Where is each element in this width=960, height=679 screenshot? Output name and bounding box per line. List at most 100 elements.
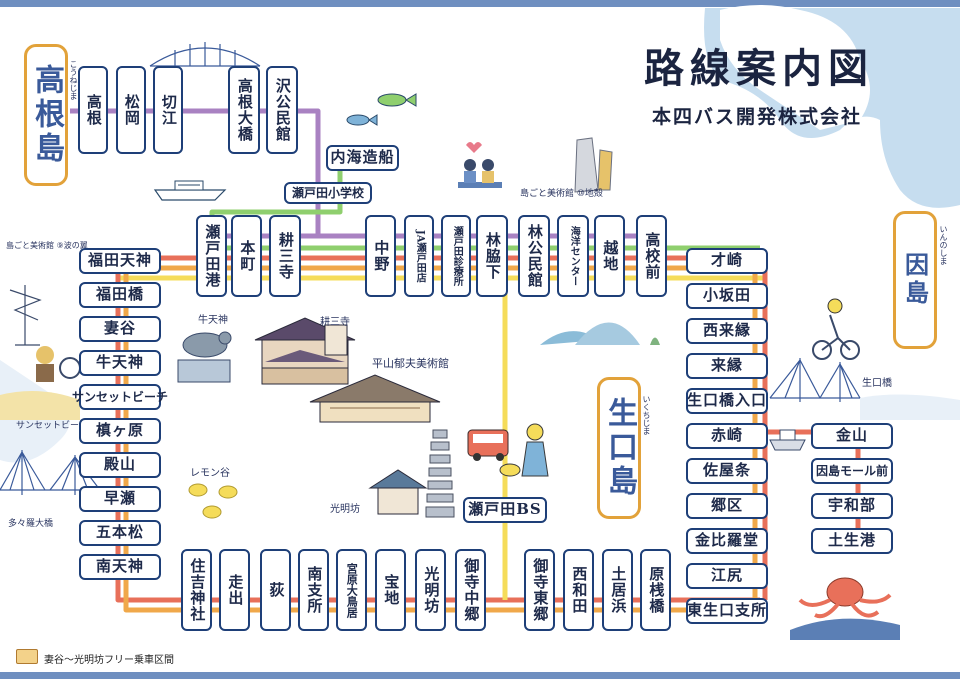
station-right-4[interactable]: 生口橋入口 [686, 388, 768, 414]
station-upper-8-label: 海洋センター [568, 226, 580, 286]
station-upper-6-label: 林脇下 [483, 232, 502, 280]
station-right-3[interactable]: 来縁 [686, 353, 768, 379]
station-upper-4[interactable]: JA瀬戸田店 [404, 215, 434, 297]
station-setoda-school[interactable]: 瀬戸田小学校 [284, 182, 372, 204]
station-upper-8[interactable]: 海洋センター [557, 215, 589, 297]
station-bottom-9[interactable]: 西和田 [563, 549, 594, 631]
island-label-innoshima: 因島 [893, 211, 937, 349]
station-right-6[interactable]: 佐屋条 [686, 458, 768, 484]
station-takane-0-label: 高根 [84, 94, 103, 126]
station-innoshima-3-label: 土生港 [827, 531, 876, 550]
bench-couple-icon [458, 142, 502, 188]
station-left-2[interactable]: 妻谷 [79, 316, 161, 342]
station-bottom-10[interactable]: 土居浜 [602, 549, 633, 631]
station-upper-5[interactable]: 瀬戸田診療所 [441, 215, 471, 297]
station-left-7[interactable]: 早瀬 [79, 486, 161, 512]
station-upper-0-label: 瀬戸田港 [203, 224, 222, 288]
station-bottom-1[interactable]: 走出 [219, 549, 250, 631]
station-upper-1-label: 本町 [238, 240, 257, 272]
station-right-7[interactable]: 郷区 [686, 493, 768, 519]
lemon-icon [188, 483, 238, 519]
station-takane-2[interactable]: 切江 [153, 66, 183, 154]
station-innoshima-0[interactable]: 金山 [811, 423, 893, 449]
station-bottom-8[interactable]: 御寺東郷 [524, 549, 555, 631]
station-right-1[interactable]: 小坂田 [686, 283, 768, 309]
station-left-2-label: 妻谷 [103, 319, 136, 338]
station-innoshima-3[interactable]: 土生港 [811, 528, 893, 554]
station-takane-3[interactable]: 高根大橋 [228, 66, 260, 154]
station-right-9[interactable]: 江尻 [686, 563, 768, 589]
station-upper-6[interactable]: 林脇下 [476, 215, 508, 297]
station-left-8[interactable]: 五本松 [79, 520, 161, 546]
station-upper-0[interactable]: 瀬戸田港 [196, 215, 227, 297]
station-uchikai[interactable]: 内海造船 [326, 145, 399, 171]
station-uchikai-label: 内海造船 [330, 148, 395, 167]
sea-shape-island [720, 5, 870, 130]
station-takane-0[interactable]: 高根 [78, 66, 108, 154]
station-takane-4[interactable]: 沢公民館 [266, 66, 298, 154]
station-bottom-0[interactable]: 住吉神社 [181, 549, 212, 631]
station-bottom-6[interactable]: 光明坊 [415, 549, 446, 631]
landmark-shimagoto-chikaku: 島ごと美術館 ⑩地殻 [520, 189, 603, 199]
station-bottom-4[interactable]: 宮原大鳥居 [336, 549, 367, 631]
hills-icon [540, 322, 660, 345]
station-left-5[interactable]: 槙ヶ原 [79, 418, 161, 444]
island-reading-innoshima: いんのしま [939, 225, 948, 265]
station-bottom-5-label: 宝地 [382, 574, 401, 606]
station-upper-3[interactable]: 中野 [365, 215, 396, 297]
station-right-4-label: 生口橋入口 [687, 391, 768, 410]
station-left-0[interactable]: 福田天神 [79, 248, 161, 274]
station-bottom-7[interactable]: 御寺中郷 [455, 549, 486, 631]
station-setoda-bs-label: 瀬戸田BS [468, 500, 542, 519]
station-right-6-label: 佐屋条 [702, 461, 751, 480]
station-left-3-label: 牛天神 [95, 353, 144, 372]
station-left-1[interactable]: 福田橋 [79, 282, 161, 308]
station-left-9[interactable]: 南天神 [79, 554, 161, 580]
station-right-2-label: 西来縁 [702, 321, 751, 340]
station-bottom-3[interactable]: 南支所 [298, 549, 329, 631]
station-innoshima-1-label: 因島モール前 [815, 463, 888, 478]
station-left-6[interactable]: 殿山 [79, 452, 161, 478]
takane-bridge-icon [149, 42, 261, 67]
station-right-3-label: 来縁 [710, 356, 743, 375]
map-title: 路線案内図 [644, 45, 874, 92]
station-upper-10-label: 高校前 [643, 232, 662, 280]
station-upper-1[interactable]: 本町 [231, 215, 262, 297]
station-takane-1-label: 松岡 [122, 94, 141, 126]
station-upper-3-label: 中野 [372, 240, 391, 272]
bus-icon [467, 429, 509, 461]
bottom-frame-bar [0, 672, 960, 679]
station-innoshima-2[interactable]: 宇和部 [811, 493, 893, 519]
station-left-3[interactable]: 牛天神 [79, 350, 161, 376]
station-bottom-11[interactable]: 原桟橋 [640, 549, 671, 631]
station-right-9-label: 江尻 [710, 566, 743, 585]
station-upper-10[interactable]: 高校前 [636, 215, 667, 297]
station-right-8[interactable]: 金比羅堂 [686, 528, 768, 554]
station-upper-7[interactable]: 林公民館 [518, 215, 550, 297]
landmark-sunset-beach: サンセットビーチ [16, 421, 89, 431]
station-right-5[interactable]: 赤崎 [686, 423, 768, 449]
station-upper-9-label: 越地 [601, 240, 620, 272]
station-left-5-label: 槙ヶ原 [95, 421, 144, 440]
station-bottom-5[interactable]: 宝地 [375, 549, 406, 631]
station-upper-7-label: 林公民館 [525, 224, 544, 288]
station-setoda-bs[interactable]: 瀬戸田BS [463, 497, 547, 523]
station-right-7-label: 郷区 [710, 496, 743, 515]
station-right-0[interactable]: 才崎 [686, 248, 768, 274]
station-right-10[interactable]: 東生口支所 [686, 598, 768, 624]
station-takane-1[interactable]: 松岡 [116, 66, 146, 154]
station-bottom-11-label: 原桟橋 [647, 566, 666, 614]
station-left-4[interactable]: サンセットビーチ [72, 384, 168, 410]
cow-statue-icon [177, 331, 232, 383]
landmark-lemon-valley: レモン谷 [190, 468, 230, 479]
station-innoshima-1[interactable]: 因島モール前 [811, 458, 893, 484]
station-upper-2[interactable]: 耕三寺 [269, 215, 301, 297]
station-right-2[interactable]: 西来縁 [686, 318, 768, 344]
station-left-0-label: 福田天神 [87, 251, 152, 270]
island-reading-takane: こうねじま [69, 60, 78, 100]
station-upper-9[interactable]: 越地 [594, 215, 625, 297]
island-label-ikuchi: 生口島 [597, 377, 641, 519]
station-bottom-2[interactable]: 荻 [260, 549, 291, 631]
